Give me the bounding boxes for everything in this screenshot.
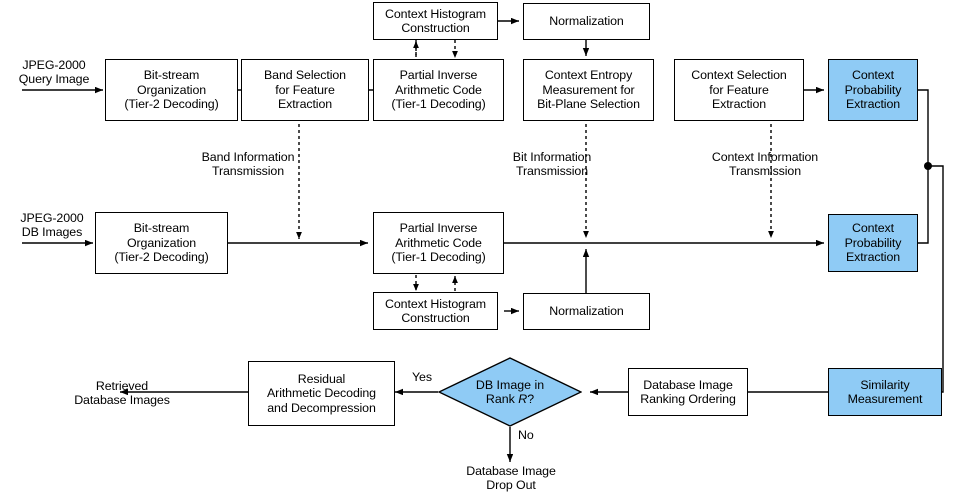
decision-line-1: DB Image in: [475, 377, 545, 392]
node-query-context-selection[interactable]: Context Selection for Feature Extraction: [674, 59, 804, 121]
node-db-context-histogram-construction[interactable]: Context Histogram Construction: [373, 292, 498, 330]
node-similarity-measurement[interactable]: Similarity Measurement: [828, 368, 942, 416]
input-label-db-images: JPEG-2000 DB Images: [20, 211, 84, 240]
node-query-band-selection[interactable]: Band Selection for Feature Extraction: [241, 59, 369, 121]
junction-dot: [924, 162, 932, 170]
label-bit-information-transmission: Bit Information Transmission: [512, 150, 592, 179]
node-db-bitstream-organization[interactable]: Bit-stream Organization (Tier-2 Decoding…: [95, 212, 228, 274]
output-label-database-image-drop-out: Database Image Drop Out: [466, 464, 556, 493]
node-db-normalization[interactable]: Normalization: [523, 293, 650, 330]
node-query-normalization[interactable]: Normalization: [523, 3, 650, 40]
output-label-retrieved-database-images: Retrieved Database Images: [74, 379, 170, 408]
node-query-context-probability-extraction[interactable]: Context Probability Extraction: [828, 59, 918, 121]
node-db-partial-inverse-arithmetic-code[interactable]: Partial Inverse Arithmetic Code (Tier-1 …: [373, 212, 504, 274]
edge-label-no: No: [518, 428, 534, 442]
label-context-information-transmission: Context Information Transmission: [711, 150, 819, 179]
decision-rank-variable: R: [518, 392, 528, 406]
label-band-information-transmission: Band Information Transmission: [201, 150, 295, 179]
node-database-image-ranking-ordering[interactable]: Database Image Ranking Ordering: [628, 368, 748, 416]
decision-line-2-suffix: ?: [527, 392, 535, 406]
node-query-partial-inverse-arithmetic-code[interactable]: Partial Inverse Arithmetic Code (Tier-1 …: [373, 59, 504, 121]
node-db-context-probability-extraction[interactable]: Context Probability Extraction: [828, 214, 918, 272]
diamond-shape: [438, 357, 582, 427]
decision-line-2-prefix: Rank: [485, 392, 519, 406]
node-query-context-histogram-construction[interactable]: Context Histogram Construction: [373, 2, 498, 40]
input-label-query-image: JPEG-2000 Query Image: [18, 58, 90, 87]
node-residual-arithmetic-decoding[interactable]: Residual Arithmetic Decoding and Decompr…: [248, 361, 395, 426]
node-query-context-entropy-measurement[interactable]: Context Entropy Measurement for Bit-Plan…: [523, 59, 654, 121]
edge-label-yes: Yes: [412, 370, 432, 384]
node-query-bitstream-organization[interactable]: Bit-stream Organization (Tier-2 Decoding…: [105, 59, 238, 121]
